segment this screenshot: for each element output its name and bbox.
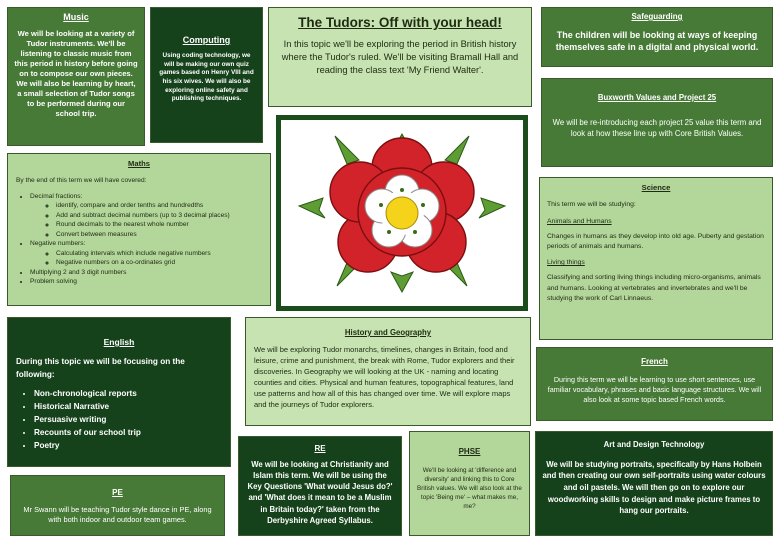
english-list: Non-chronological reports Historical Nar… bbox=[16, 387, 222, 453]
phse-title: PHSE bbox=[458, 447, 481, 456]
re-text: We will be looking at Christianity and I… bbox=[247, 459, 393, 526]
re-title: RE bbox=[314, 444, 326, 453]
history-text: We will be exploring Tudor monarchs, tim… bbox=[254, 345, 515, 409]
list-item: identify, compare and order tenths and h… bbox=[56, 201, 262, 211]
music-text: We will be looking at a variety of Tudor… bbox=[14, 28, 138, 118]
list-item: Negative numbers on a co-ordinates grid bbox=[56, 258, 262, 268]
science-intro: This term we will be studying: bbox=[547, 201, 636, 209]
phse-panel: PHSE We'll be looking at 'difference and… bbox=[409, 431, 530, 536]
pe-title: PE bbox=[112, 488, 123, 497]
list-item: Non-chronological reports bbox=[34, 387, 222, 400]
english-panel: English During this topic we will be foc… bbox=[7, 317, 231, 467]
music-title: Music bbox=[63, 12, 89, 22]
values-panel: Buxworth Values and Project 25 We will b… bbox=[541, 78, 773, 167]
maths-intro: By the end of this term we will have cov… bbox=[16, 177, 147, 184]
french-panel: French During this term we will be learn… bbox=[536, 347, 773, 421]
computing-title: Computing bbox=[182, 35, 231, 45]
list-item: Calculating intervals which include nega… bbox=[56, 249, 262, 259]
list-item: Problem solving bbox=[30, 277, 262, 287]
list-item: Decimal fractions: identify, compare and… bbox=[30, 192, 262, 240]
re-panel: RE We will be looking at Christianity an… bbox=[238, 436, 402, 536]
maths-title: Maths bbox=[128, 159, 150, 168]
list-item: Poetry bbox=[34, 439, 222, 452]
science-panel: Science This term we will be studying: A… bbox=[539, 177, 773, 340]
computing-text: Using coding technology, we will be maki… bbox=[159, 52, 254, 103]
topic-intro-text: In this topic we'll be exploring the per… bbox=[281, 39, 519, 76]
tudor-rose-image-frame bbox=[276, 115, 528, 311]
english-intro: During this topic we will be focusing on… bbox=[16, 356, 185, 379]
list-item: Multiplying 2 and 3 digit numbers bbox=[30, 268, 262, 278]
history-panel: History and Geography We will be explori… bbox=[245, 317, 531, 426]
list-item: Round decimals to the nearest whole numb… bbox=[56, 220, 262, 230]
list-item: Historical Narrative bbox=[34, 400, 222, 413]
science-title: Science bbox=[641, 183, 671, 192]
science-subheading-living: Living things bbox=[547, 259, 585, 267]
safeguarding-text: The children will be looking at ways of … bbox=[555, 29, 759, 52]
music-panel: Music We will be looking at a variety of… bbox=[7, 7, 145, 146]
french-title: French bbox=[641, 357, 668, 366]
art-title: Art and Design Technology bbox=[603, 440, 705, 449]
list-item: Convert between measures bbox=[56, 230, 262, 240]
science-subheading-animals: Animals and Humans bbox=[547, 217, 612, 225]
list-item: Add and subtract decimal numbers (up to … bbox=[56, 211, 262, 221]
maths-list: Decimal fractions: identify, compare and… bbox=[16, 192, 262, 287]
list-item: Negative numbers: Calculating intervals … bbox=[30, 239, 262, 268]
values-text: We will be re-introducing each project 2… bbox=[552, 117, 762, 138]
values-title: Buxworth Values and Project 25 bbox=[597, 93, 717, 102]
science-text-animals: Changes in humans as they develop into o… bbox=[547, 232, 764, 250]
phse-text: We'll be looking at 'difference and dive… bbox=[417, 466, 522, 511]
english-title: English bbox=[103, 337, 135, 347]
topic-header-panel: The Tudors: Off with your head! In this … bbox=[268, 7, 532, 107]
pe-panel: PE Mr Swann will be teaching Tudor style… bbox=[10, 475, 225, 536]
science-text-living: Classifying and sorting living things in… bbox=[547, 274, 761, 302]
page-title: The Tudors: Off with your head! bbox=[298, 15, 502, 30]
maths-panel: Maths By the end of this term we will ha… bbox=[7, 153, 271, 306]
list-item: Recounts of our school trip bbox=[34, 426, 222, 439]
computing-panel: Computing Using coding technology, we wi… bbox=[150, 7, 263, 143]
list-item: Persuasive writing bbox=[34, 413, 222, 426]
safeguarding-title: Safeguarding bbox=[631, 12, 683, 21]
tudor-rose-icon bbox=[297, 132, 507, 294]
history-title: History and Geography bbox=[344, 328, 432, 337]
pe-text: Mr Swann will be teaching Tudor style da… bbox=[23, 504, 212, 525]
art-text: We will be studying portraits, specifica… bbox=[542, 459, 766, 516]
french-text: During this term we will be learning to … bbox=[547, 374, 762, 405]
safeguarding-panel: Safeguarding The children will be lookin… bbox=[541, 7, 773, 67]
art-panel: Art and Design Technology We will be stu… bbox=[535, 431, 773, 536]
